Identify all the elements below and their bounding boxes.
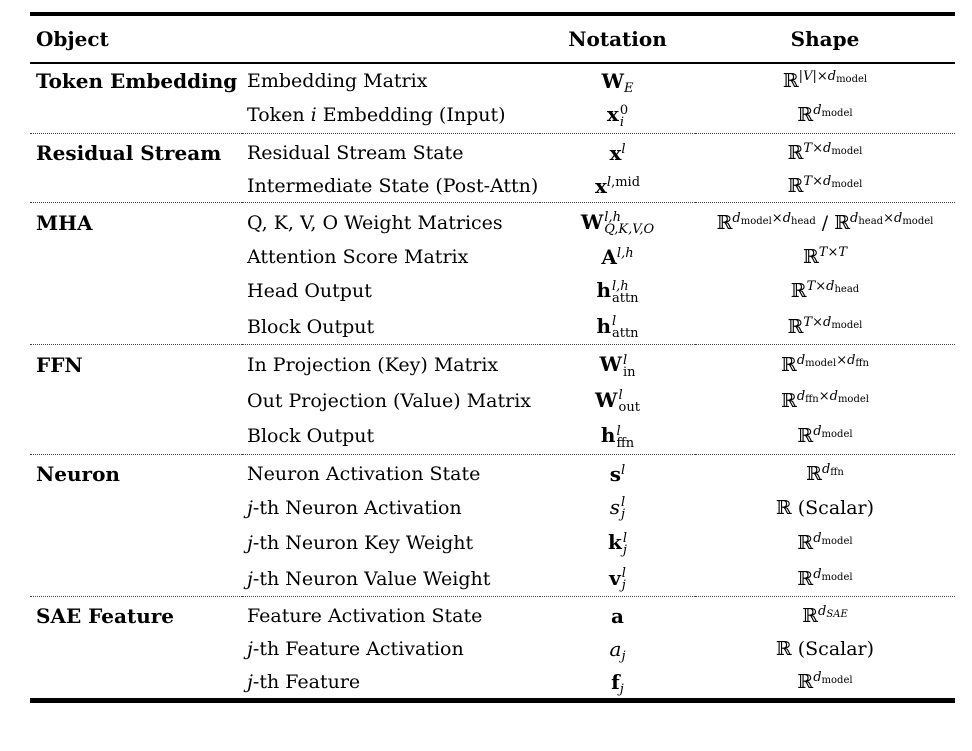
description-cell: Block Output (247, 425, 375, 448)
table-row: Token Embedding Embedding Matrix WE ℝ|V|×dm… (30, 63, 955, 97)
notation-cell: xl,mid (594, 173, 641, 198)
description-cell: j-th Neuron Activation (247, 496, 462, 519)
description-cell: Residual Stream State (242, 132, 540, 169)
object-cell (30, 490, 242, 526)
object-cell (30, 418, 242, 454)
shape-cell: ℝT×dmodel (787, 314, 863, 338)
object-cell (30, 169, 242, 203)
shape-cell: ℝT×dhead (790, 279, 860, 303)
description-cell: Neuron Activation State (242, 453, 540, 490)
notation-cell: sl (540, 453, 695, 490)
description-cell: Token i Embedding (Input) (247, 104, 506, 127)
object-cell (30, 240, 242, 273)
shape-cell: ℝdmodel×dffn (695, 344, 955, 383)
header-notation: Notation (540, 14, 695, 64)
table-row: Intermediate State (Post-Attn) xl,mid ℝT×d… (30, 169, 955, 203)
description-cell: Feature Activation State (242, 596, 540, 632)
description-cell: Attention Score Matrix (247, 246, 469, 268)
header-row: Object Notation Shape (30, 14, 955, 64)
description-cell: Intermediate State (Post-Attn) (247, 174, 539, 197)
shape-cell: ℝdffn×dmodel (781, 388, 869, 412)
shape-cell: ℝdmodel (797, 424, 853, 448)
notation-table: Object Notation Shape Token Embedding Emb… (30, 12, 955, 703)
table-body: Token Embedding Embedding Matrix WE ℝ|V|×dm… (30, 63, 955, 701)
description-cell: Embedding Matrix (247, 70, 428, 92)
description-cell: Head Output (247, 280, 372, 303)
object-cell: Neuron (30, 453, 242, 490)
shape-cell: ℝdmodel (797, 103, 853, 127)
description-cell: j-th Feature (247, 671, 361, 693)
shape-cell: ℝdmodel×dhead / ℝdhead×dmodel (695, 201, 955, 240)
shape-cell: ℝ (Scalar) (775, 496, 875, 519)
notation-cell: a (540, 596, 695, 632)
object-cell (30, 273, 242, 309)
shape-cell: ℝdmodel (797, 566, 853, 590)
description-cell: j-th Feature Activation (247, 638, 464, 660)
notation-cell: fj (611, 670, 624, 697)
notation-cell: xl (540, 132, 695, 169)
description-cell: Block Output (247, 315, 375, 338)
description-cell: j-th Neuron Key Weight (247, 532, 474, 555)
shape-cell: ℝdmodel (797, 531, 853, 555)
description-cell: j-th Neuron Value Weight (247, 567, 491, 590)
object-cell (30, 309, 242, 345)
shape-cell: ℝ|V|×dmodel (782, 69, 868, 92)
shape-cell: ℝT×dmodel (787, 173, 863, 197)
header-object-spacer (242, 14, 540, 64)
shape-cell: ℝT×dmodel (695, 132, 955, 169)
notation-cell: aj (609, 637, 626, 664)
shape-cell: ℝ (Scalar) (775, 638, 875, 660)
object-cell (30, 561, 242, 597)
object-cell (30, 97, 242, 133)
object-cell: Token Embedding (36, 69, 238, 93)
object-cell (30, 665, 242, 701)
object-cell (30, 383, 242, 419)
description-cell: Q, K, V, O Weight Matrices (242, 201, 540, 240)
table-row: j-th Feature Activation aj ℝ (Scalar) (30, 632, 955, 665)
header-shape: Shape (695, 14, 955, 64)
notation-cell: WE (601, 69, 634, 96)
shape-cell: ℝdmodel (797, 670, 853, 693)
header-object: Object (30, 14, 242, 64)
shape-cell: ℝT×T (802, 245, 848, 268)
shape-cell: ℝdSAE (695, 596, 955, 632)
notation-cell: Al,h (601, 245, 634, 269)
description-cell: In Projection (Key) Matrix (242, 344, 540, 383)
object-cell: MHA (30, 201, 242, 240)
object-cell: Residual Stream (30, 132, 242, 169)
table-row: Attention Score Matrix Al,h ℝT×T (30, 240, 955, 273)
table-row: j-th Feature fj ℝdmodel (30, 665, 955, 701)
object-cell: FFN (30, 344, 242, 383)
object-cell (30, 525, 242, 561)
shape-cell: ℝdffn (695, 453, 955, 490)
description-cell: Out Projection (Value) Matrix (247, 389, 532, 412)
object-cell (30, 632, 242, 665)
object-cell: SAE Feature (30, 596, 242, 632)
